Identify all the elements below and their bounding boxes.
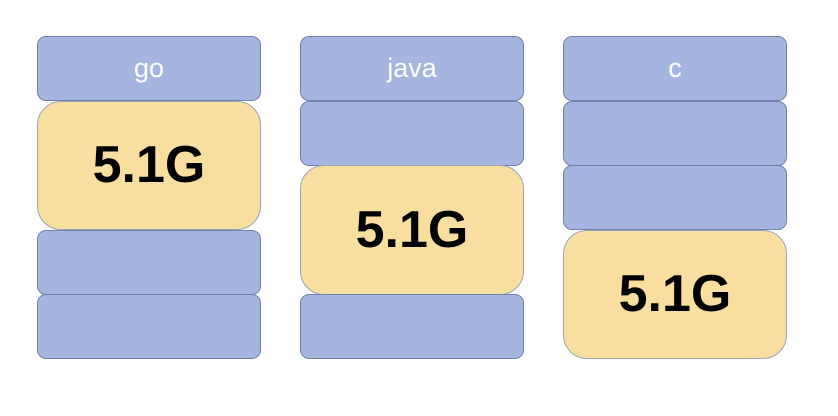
memory-value-label: 5.1G [355,200,469,259]
empty-block [563,100,787,166]
column-header-label: java [387,53,437,83]
memory-value-block: 5.1G [563,229,787,359]
memory-value-block: 5.1G [300,165,524,295]
column-header: go [37,36,261,101]
empty-block [37,294,261,359]
empty-block [563,165,787,230]
memory-value-block: 5.1G [37,100,261,230]
column-header: java [300,36,524,101]
memory-value-label: 5.1G [92,136,206,195]
column-header-label: c [668,53,682,83]
empty-block [300,100,524,166]
empty-block [300,294,524,359]
column-header-label: go [133,53,165,83]
memory-value-label: 5.1G [618,265,732,324]
column-header: c [563,36,787,101]
empty-block [37,229,261,295]
